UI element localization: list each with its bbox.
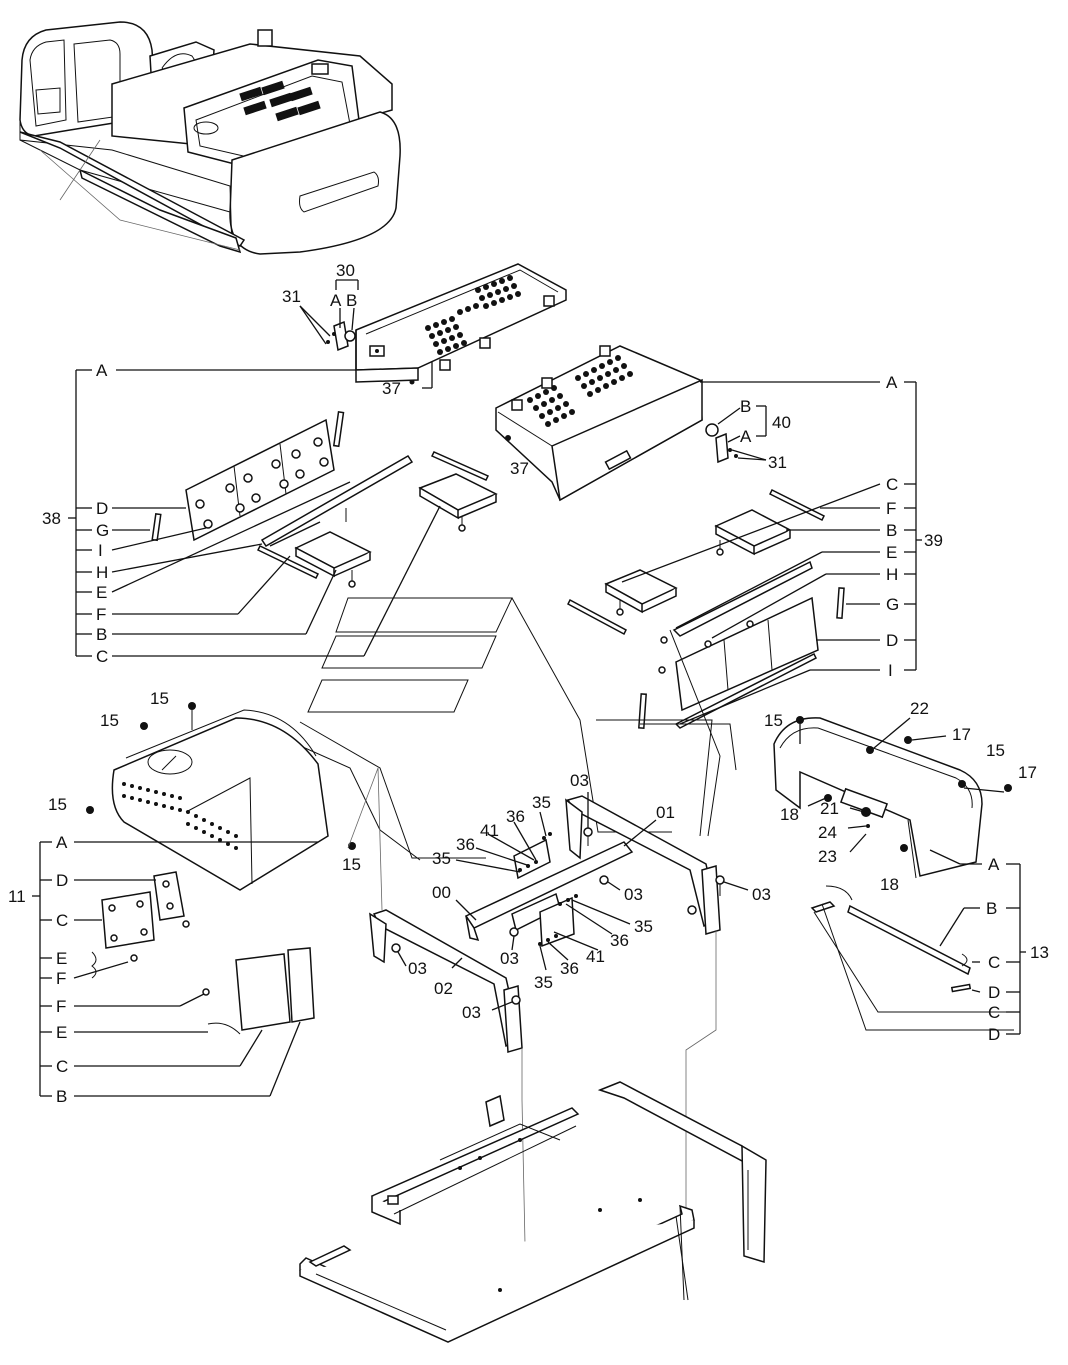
callout-13-C: C [988,953,1000,972]
callout-36-upper: 36 [506,807,525,826]
callout-11-C-lower: C [56,1057,68,1076]
callout-15-far-right: 15 [986,741,1005,760]
callout-39-I: I [888,661,893,680]
callout-11-F: F [56,969,66,988]
callout-13-B: B [986,899,997,918]
callout-38-C: C [96,647,108,666]
callout-03-lower-left: 03 [408,959,427,978]
callout-15-left: 15 [48,795,67,814]
callout-11-E-lower: E [56,1023,67,1042]
callout-38-A: A [96,361,108,380]
callout-11-A: A [56,833,68,852]
callout-39-D: D [886,631,898,650]
right-insulation-set [567,488,845,729]
callout-00: 00 [432,883,451,902]
leader-lines [32,279,1026,1097]
base-frame [299,1081,767,1343]
callout-03-lower-mid: 03 [500,949,519,968]
callout-11-E: E [56,949,67,968]
callout-labels: 30 31 A B 37 37 A 38 D G I H E F B C A 3… [8,261,1049,1106]
callout-01: 01 [656,803,675,822]
hood-vent-grid-left [425,275,521,355]
side-cover-vent-rows [122,782,238,850]
right-engine-hood [495,345,738,502]
callout-35-lower: 35 [534,973,553,992]
callout-13-A: A [988,855,1000,874]
callout-39-F: F [886,499,896,518]
callout-15-upper-left: 15 [100,711,119,730]
callout-31-right: 31 [768,453,787,472]
callout-37-left: 37 [382,379,401,398]
callout-18-lower: 18 [880,875,899,894]
callout-39-G: G [886,595,899,614]
callout-35-lower-right: 35 [634,917,653,936]
callout-15-right-cover: 15 [764,711,783,730]
callout-39-C: C [886,475,898,494]
ghost-panels [295,597,737,861]
callout-15-cover-right: 15 [342,855,361,874]
callout-38-G: G [96,521,109,540]
callout-21: 21 [820,799,839,818]
callout-39: 39 [924,531,943,550]
callout-18-upper: 18 [780,805,799,824]
callout-41-lower: 41 [586,947,605,966]
callout-40-A: A [740,427,752,446]
callout-13-D: D [988,983,1000,1002]
callout-13: 13 [1030,943,1049,962]
callout-41-upper: 41 [480,821,499,840]
excavator-overview [19,21,401,255]
callout-11: 11 [8,887,26,906]
callout-13-C-lower: C [988,1003,1000,1022]
callout-15-top: 15 [150,689,169,708]
left-side-cover [86,702,356,1035]
callout-39-A: A [886,373,898,392]
hood-vent-grid-right [527,355,633,427]
callout-38: 38 [42,509,61,528]
callout-38-B: B [96,625,107,644]
callout-11-F-lower: F [56,997,66,1016]
callout-03-center: 03 [624,885,643,904]
callout-38-H: H [96,563,108,582]
callout-38-I: I [98,541,103,560]
callout-03-upper: 03 [570,771,589,790]
callout-02: 02 [434,979,453,998]
callout-24: 24 [818,823,837,842]
frame-brackets [347,767,725,1293]
callout-38-D: D [96,499,108,518]
callout-30-A: A [330,291,342,310]
callout-17-lower: 17 [1018,763,1037,782]
callout-38-E: E [96,583,107,602]
callout-40: 40 [772,413,791,432]
callout-39-E: E [886,543,897,562]
callout-11-C: C [56,911,68,930]
callout-39-B: B [886,521,897,540]
callout-11-B: B [56,1087,67,1106]
callout-38-F: F [96,605,106,624]
callout-36-lower-right: 36 [610,931,629,950]
callout-35-upper: 35 [532,793,551,812]
callout-30: 30 [336,261,355,280]
callout-22: 22 [910,699,929,718]
callout-13-D-lower: D [988,1025,1000,1044]
callout-36-lower: 36 [560,959,579,978]
callout-40-B: B [740,397,751,416]
callout-35-mid: 35 [432,849,451,868]
callout-17-upper: 17 [952,725,971,744]
right-side-cover [773,716,1014,1031]
callout-30-B: B [346,291,357,310]
left-insulation-set [151,411,498,588]
callout-36-mid: 36 [456,835,475,854]
callout-03-bottom: 03 [462,1003,481,1022]
callout-03-right: 03 [752,885,771,904]
callout-23: 23 [818,847,837,866]
callout-39-H: H [886,565,898,584]
callout-11-D: D [56,871,68,890]
left-engine-hood [326,263,567,385]
callout-37-right: 37 [510,459,529,478]
callout-31-top: 31 [282,287,301,306]
